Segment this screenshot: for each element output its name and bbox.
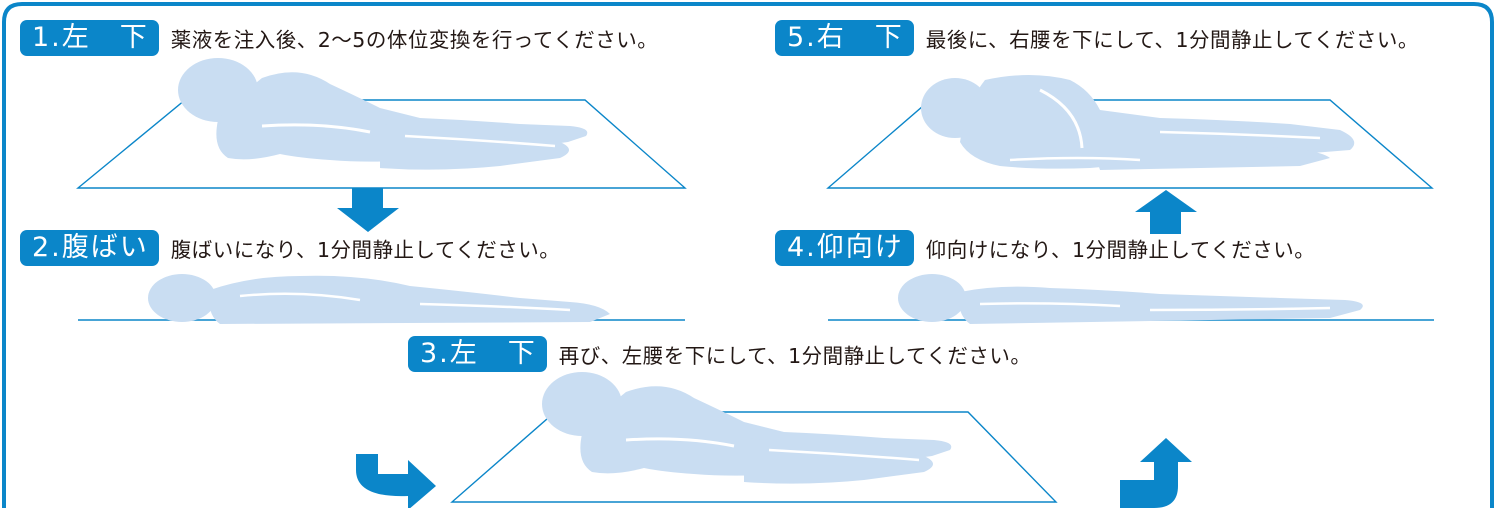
- step-4-caption: 4.仰向け 仰向けになり、1分間静止してください。: [775, 230, 1315, 266]
- step-1-caption: 1.左 下 薬液を注入後、2～5の体位変換を行ってください。: [20, 20, 658, 56]
- bed-outline: [76, 99, 687, 189]
- body-left-side-figure: [542, 372, 952, 484]
- step-5-caption: 5.右 下 最後に、右腰を下にして、1分間静止してください。: [775, 20, 1419, 56]
- step4-figure: [828, 274, 1434, 324]
- step-4-text: 仰向けになり、1分間静止してください。: [925, 238, 1316, 262]
- bed-outline: [450, 411, 1058, 503]
- step-3-caption: 3.左 下 再び、左腰を下にして、1分間静止してください。: [408, 336, 1031, 372]
- body-right-side-figure: [921, 75, 1355, 170]
- step-2-caption: 2.腹ばい 腹ばいになり、1分間静止してください。: [20, 230, 560, 266]
- arrow-down-right-icon: [356, 454, 436, 508]
- step3-figure: [450, 372, 1058, 503]
- arrow-up-icon: [1135, 190, 1197, 234]
- step2-figure: [78, 274, 685, 324]
- arrow-right-up-icon: [1120, 438, 1192, 508]
- step-4-badge: 4.仰向け: [775, 230, 914, 266]
- step-2-text: 腹ばいになり、1分間静止してください。: [170, 238, 561, 262]
- body-left-side-figure: [178, 58, 588, 170]
- step-1-badge: 1.左 下: [20, 20, 159, 56]
- bed-outline: [826, 99, 1434, 189]
- body-face-up-figure: [898, 274, 1363, 324]
- step5-figure: [826, 75, 1434, 189]
- step-1-text: 薬液を注入後、2～5の体位変換を行ってください。: [170, 28, 659, 52]
- step-5-text: 最後に、右腰を下にして、1分間静止してください。: [925, 28, 1419, 52]
- step-3-text: 再び、左腰を下にして、1分間静止してください。: [558, 344, 1032, 368]
- arrow-down-icon: [337, 188, 399, 232]
- step-5-badge: 5.右 下: [775, 20, 914, 56]
- step-3-badge: 3.左 下: [408, 336, 547, 372]
- step1-figure: [76, 58, 687, 189]
- body-face-down-figure: [148, 274, 610, 324]
- step-2-badge: 2.腹ばい: [20, 230, 159, 266]
